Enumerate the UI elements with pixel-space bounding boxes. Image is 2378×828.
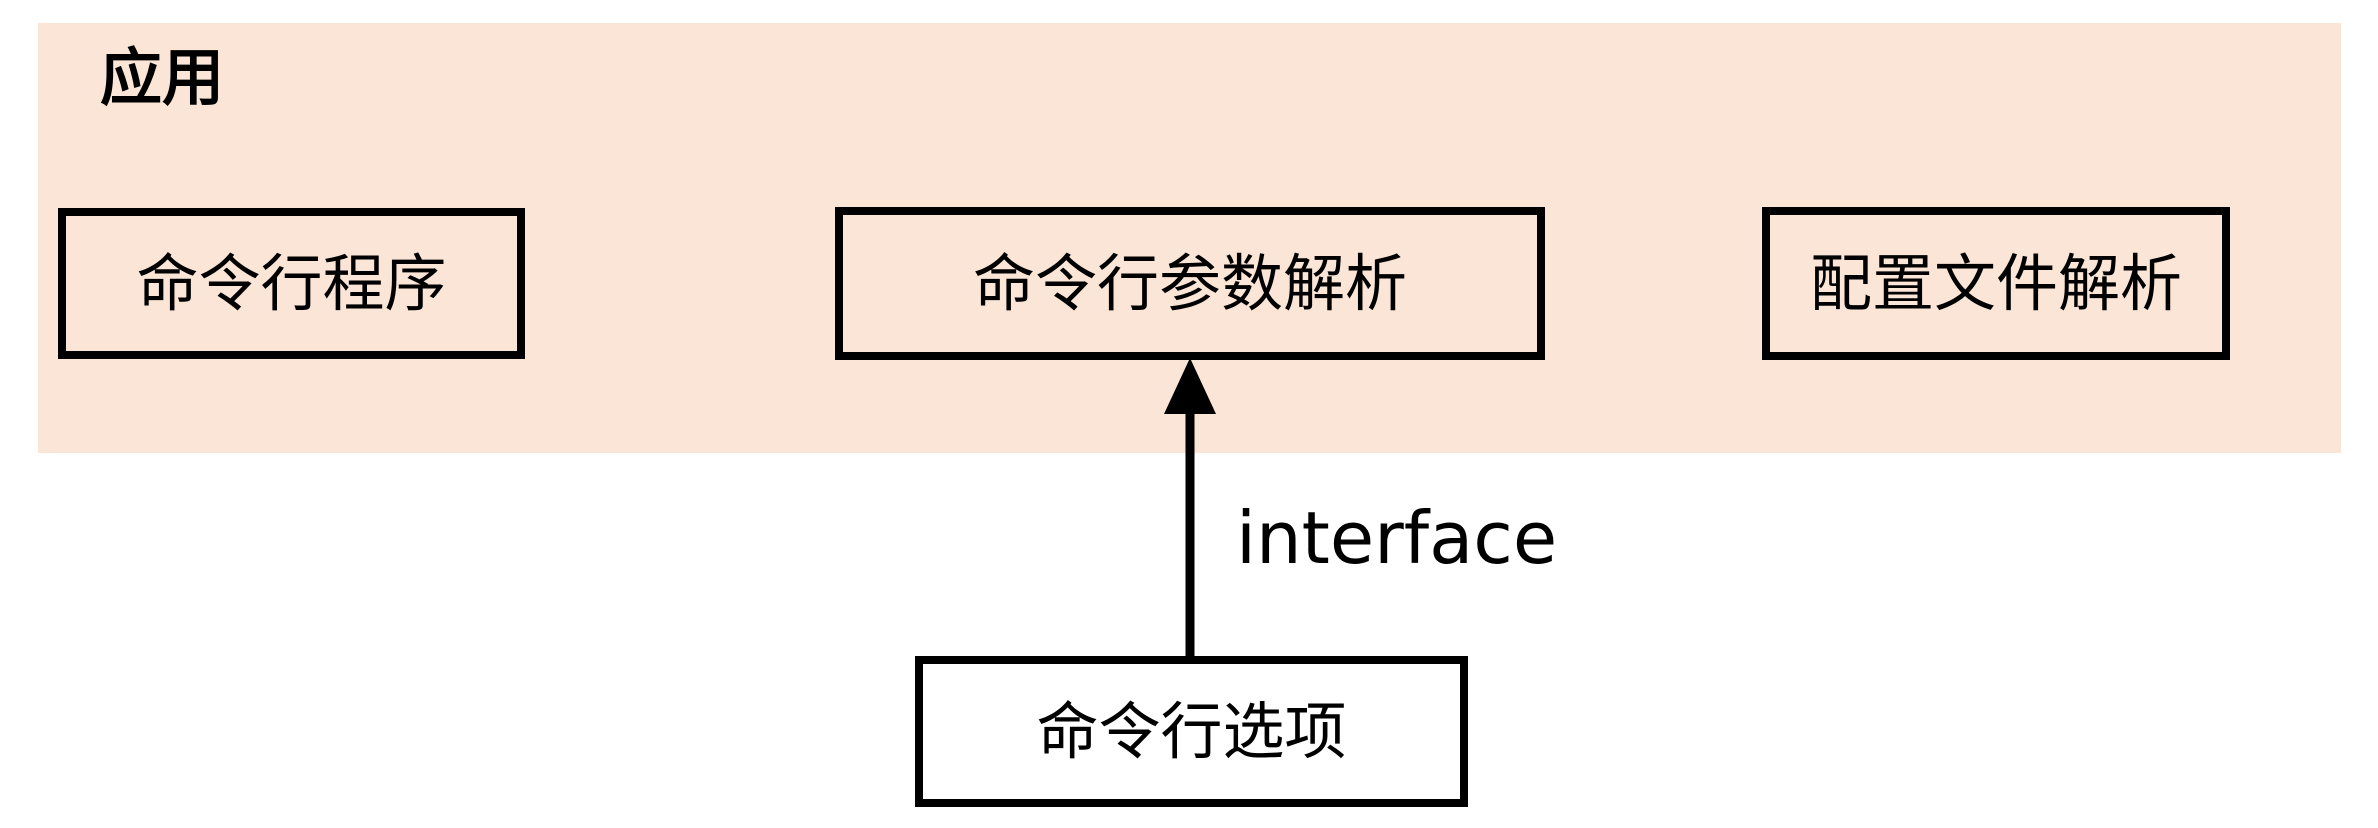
node-cli-option-label: 命令行选项 (1036, 694, 1347, 768)
panel-title: 应用 (100, 41, 225, 114)
node-cli-program-label: 命令行程序 (136, 246, 447, 320)
node-cli-program[interactable]: 命令行程序 (58, 208, 525, 359)
node-cli-arg-parse-label: 命令行参数解析 (972, 246, 1407, 320)
edge-label-interface: interface (1236, 496, 1558, 580)
node-cli-arg-parse[interactable]: 命令行参数解析 (835, 207, 1545, 360)
node-cli-option[interactable]: 命令行选项 (915, 656, 1468, 807)
node-config-file-parse[interactable]: 配置文件解析 (1762, 207, 2230, 360)
node-config-file-parse-label: 配置文件解析 (1809, 246, 2182, 320)
